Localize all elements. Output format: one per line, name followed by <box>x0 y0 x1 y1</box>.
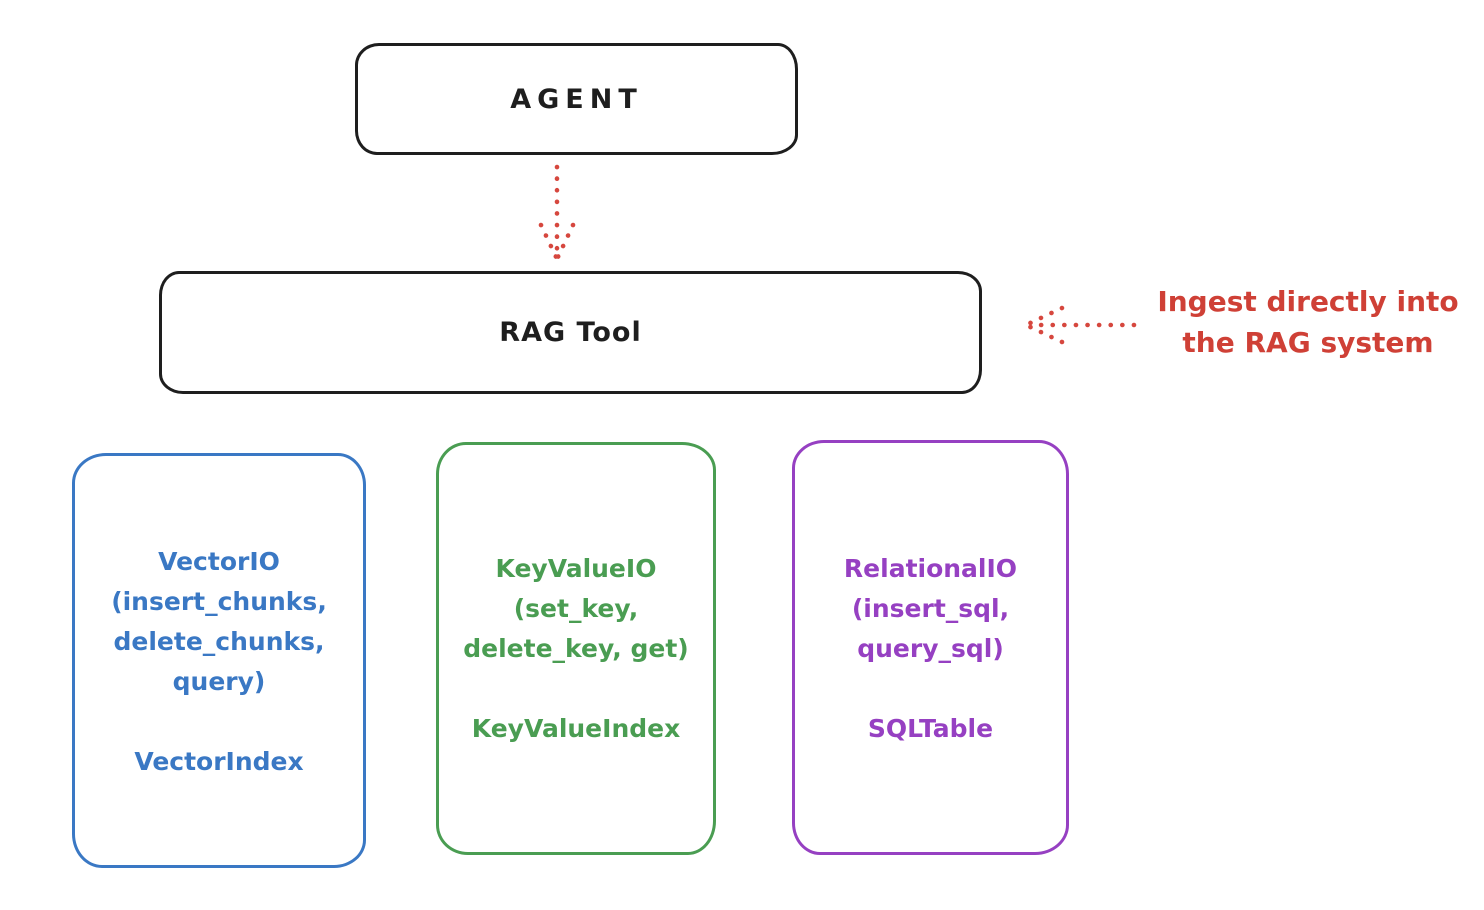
store-line: VectorIndex <box>134 747 304 776</box>
store-line: (insert_sql, <box>851 594 1010 623</box>
ingest-annotation: Ingest directly into the RAG system <box>1133 281 1483 363</box>
store-line: VectorIO <box>158 547 280 576</box>
keyvalue-io-box: KeyValueIO (set_key, delete_key, get) Ke… <box>436 442 716 855</box>
arrowhead-top <box>1023 305 1065 328</box>
rag-tool-node: RAG Tool <box>159 271 982 394</box>
store-line: query) <box>172 667 266 696</box>
rag-tool-label: RAG Tool <box>499 317 642 348</box>
relational-io-box: RelationalIO (insert_sql, query_sql) SQL… <box>792 440 1069 855</box>
store-line: KeyValueIndex <box>471 714 681 743</box>
vector-io-box: VectorIO (insert_chunks, delete_chunks, … <box>72 453 366 868</box>
arrowhead-right <box>554 222 576 262</box>
annotation-line: the RAG system <box>1182 326 1434 359</box>
store-line: KeyValueIO <box>495 554 657 583</box>
store-line-spacer <box>75 702 363 742</box>
store-line: delete_key, get) <box>463 634 689 663</box>
annotation-line: Ingest directly into <box>1157 285 1459 318</box>
agent-label: AGENT <box>510 83 643 115</box>
store-line: delete_chunks, <box>113 627 325 656</box>
arrowhead-bottom <box>1023 322 1065 345</box>
agent-to-rag-arrow <box>538 164 576 262</box>
store-line-spacer <box>439 669 713 709</box>
store-line: SQLTable <box>867 714 994 743</box>
store-line: query_sql) <box>857 634 1004 663</box>
agent-node: AGENT <box>355 43 798 155</box>
annotation-to-rag-arrow <box>1023 305 1137 345</box>
store-line: RelationalIO <box>843 554 1018 583</box>
store-line-spacer <box>795 669 1066 709</box>
store-line: (set_key, <box>513 594 639 623</box>
arrowhead-left <box>538 222 560 262</box>
store-line: (insert_chunks, <box>111 587 327 616</box>
